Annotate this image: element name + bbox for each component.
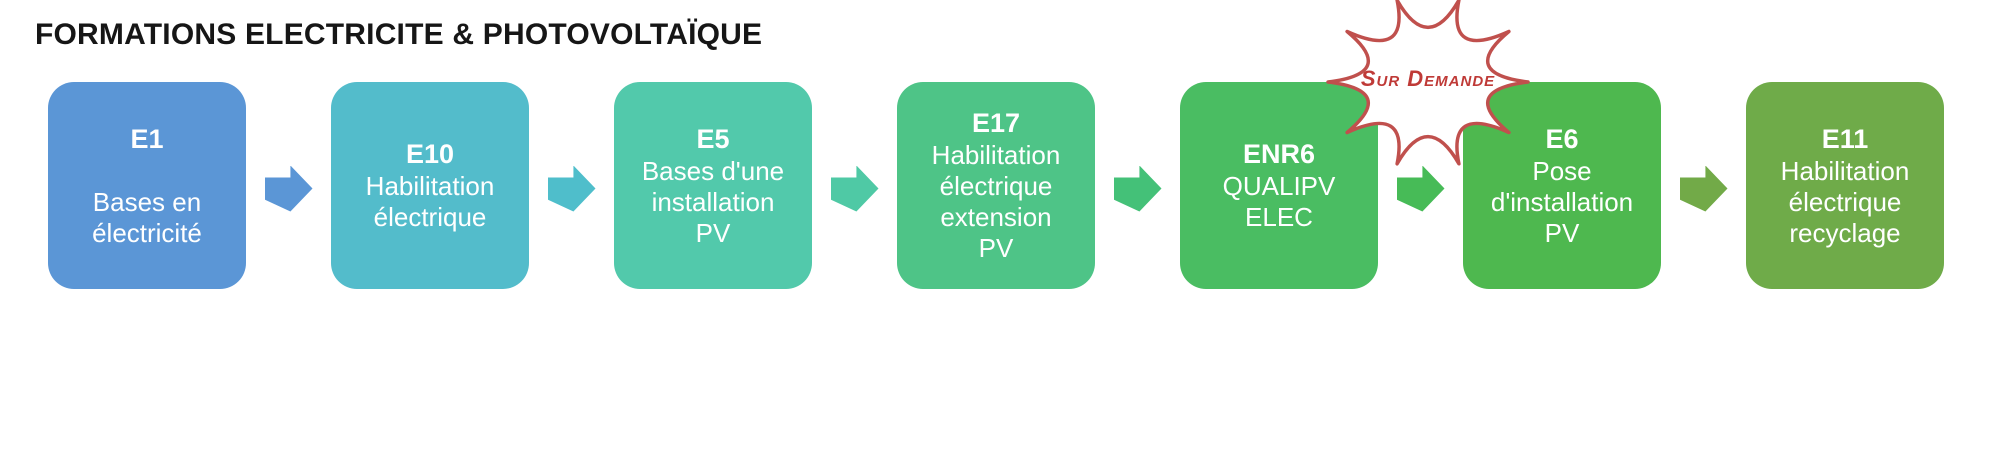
step-name: Pose d'installation PV: [1490, 155, 1634, 248]
step-code: ENR6: [1242, 139, 1316, 169]
step-box-e6: E6 Pose d'installation PV: [1463, 82, 1661, 289]
page-title: FORMATIONS ELECTRICITE & PHOTOVOLTAÏQUE: [35, 18, 763, 51]
step-name: Bases en électricité: [92, 186, 202, 248]
flow-arrow-cell: [529, 82, 614, 289]
flow-arrow-cell: [1378, 82, 1463, 289]
right-arrow-icon: [1113, 165, 1162, 212]
right-arrow-icon: [264, 165, 313, 212]
step-box-enr6: ENR6 QUALIPV ELEC: [1180, 82, 1378, 289]
step-code: E5: [696, 123, 730, 154]
step-code: E17: [971, 108, 1021, 138]
step-code: E6: [1545, 123, 1579, 154]
right-arrow-icon: [1679, 165, 1728, 212]
step-name: QUALIPV ELEC: [1222, 171, 1336, 232]
flow-arrow-cell: [812, 82, 897, 289]
step-box-e10: E10 Habilitation électrique: [331, 82, 529, 289]
step-code: E11: [1821, 123, 1869, 154]
step-box-e1: E1 Bases en électricité: [48, 82, 246, 289]
sur-demande-badge: Sur Demande: [1360, 66, 1496, 91]
process-flow: E1 Bases en électricité E10 Habilitation…: [48, 82, 1944, 289]
starburst-icon: [1326, 0, 1530, 166]
step-box-e17: E17 Habilitation électrique extension PV: [897, 82, 1095, 289]
right-arrow-icon: [547, 165, 596, 212]
step-box-e11: E11 Habilitation électrique recyclage: [1746, 82, 1944, 289]
step-code: E10: [405, 139, 455, 169]
step-name: Habilitation électrique recyclage: [1780, 155, 1910, 248]
step-code: E1: [130, 123, 164, 154]
step-name: Habilitation électrique: [365, 171, 495, 232]
right-arrow-icon: [830, 165, 879, 212]
step-name: Habilitation électrique extension PV: [931, 140, 1061, 263]
flow-arrow-cell: [1095, 82, 1180, 289]
step-name: Bases d'une installation PV: [641, 155, 785, 248]
step-box-e5: E5 Bases d'une installation PV: [614, 82, 812, 289]
flow-arrow-cell: [1661, 82, 1746, 289]
flow-arrow-cell: [246, 82, 331, 289]
